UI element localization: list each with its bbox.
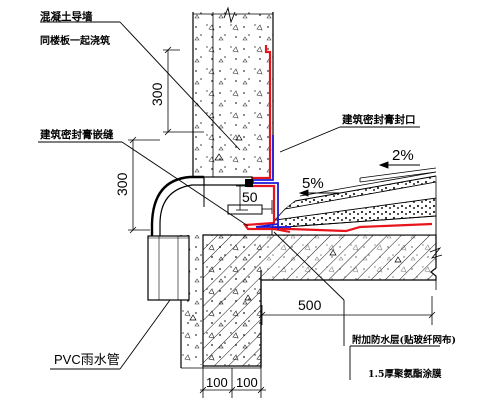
dim-guide-wall-height: 300 <box>149 82 165 106</box>
dim-additional-width: 500 <box>298 297 322 313</box>
guide-wall-label-2: 同楼板一起浇筑 <box>40 34 110 47</box>
guide-wall-label-1: 混凝土导墙 <box>40 10 93 23</box>
dim-pipe-elbow-height: 300 <box>114 172 130 196</box>
guide-wall <box>192 6 274 177</box>
drawing-labels: 混凝土导墙 同楼板一起浇筑 建筑密封膏嵌缝 建筑密封膏封口 PVC雨水管 附加防… <box>39 10 456 390</box>
slope-upper-label: 2% <box>392 147 414 164</box>
dim-wall-right: 100 <box>236 375 258 390</box>
dim-wall-left: 100 <box>206 375 228 390</box>
sealant-joint-label: 建筑密封膏嵌缝 <box>39 128 114 141</box>
roof-slab <box>202 234 443 367</box>
pvc-rain-pipe <box>147 175 204 301</box>
coating-membrane-label: 1.5厚聚氨酯涂膜 <box>368 368 442 380</box>
slope-roof-label: 5% <box>302 175 324 192</box>
waterproof-membrane <box>242 45 433 233</box>
pvc-pipe-label: PVC雨水管 <box>54 352 120 367</box>
waterproof-add-label: 附加防水层(贴玻纤网布) <box>352 334 456 346</box>
dim-drop: 50 <box>242 189 258 205</box>
drain-outlet <box>203 176 273 215</box>
dimension-lines <box>128 46 436 398</box>
concrete-marks <box>189 134 402 321</box>
sealant-seal-label: 建筑密封膏封口 <box>341 113 416 126</box>
slope-arrows <box>298 161 420 197</box>
leader-lines <box>38 21 440 380</box>
